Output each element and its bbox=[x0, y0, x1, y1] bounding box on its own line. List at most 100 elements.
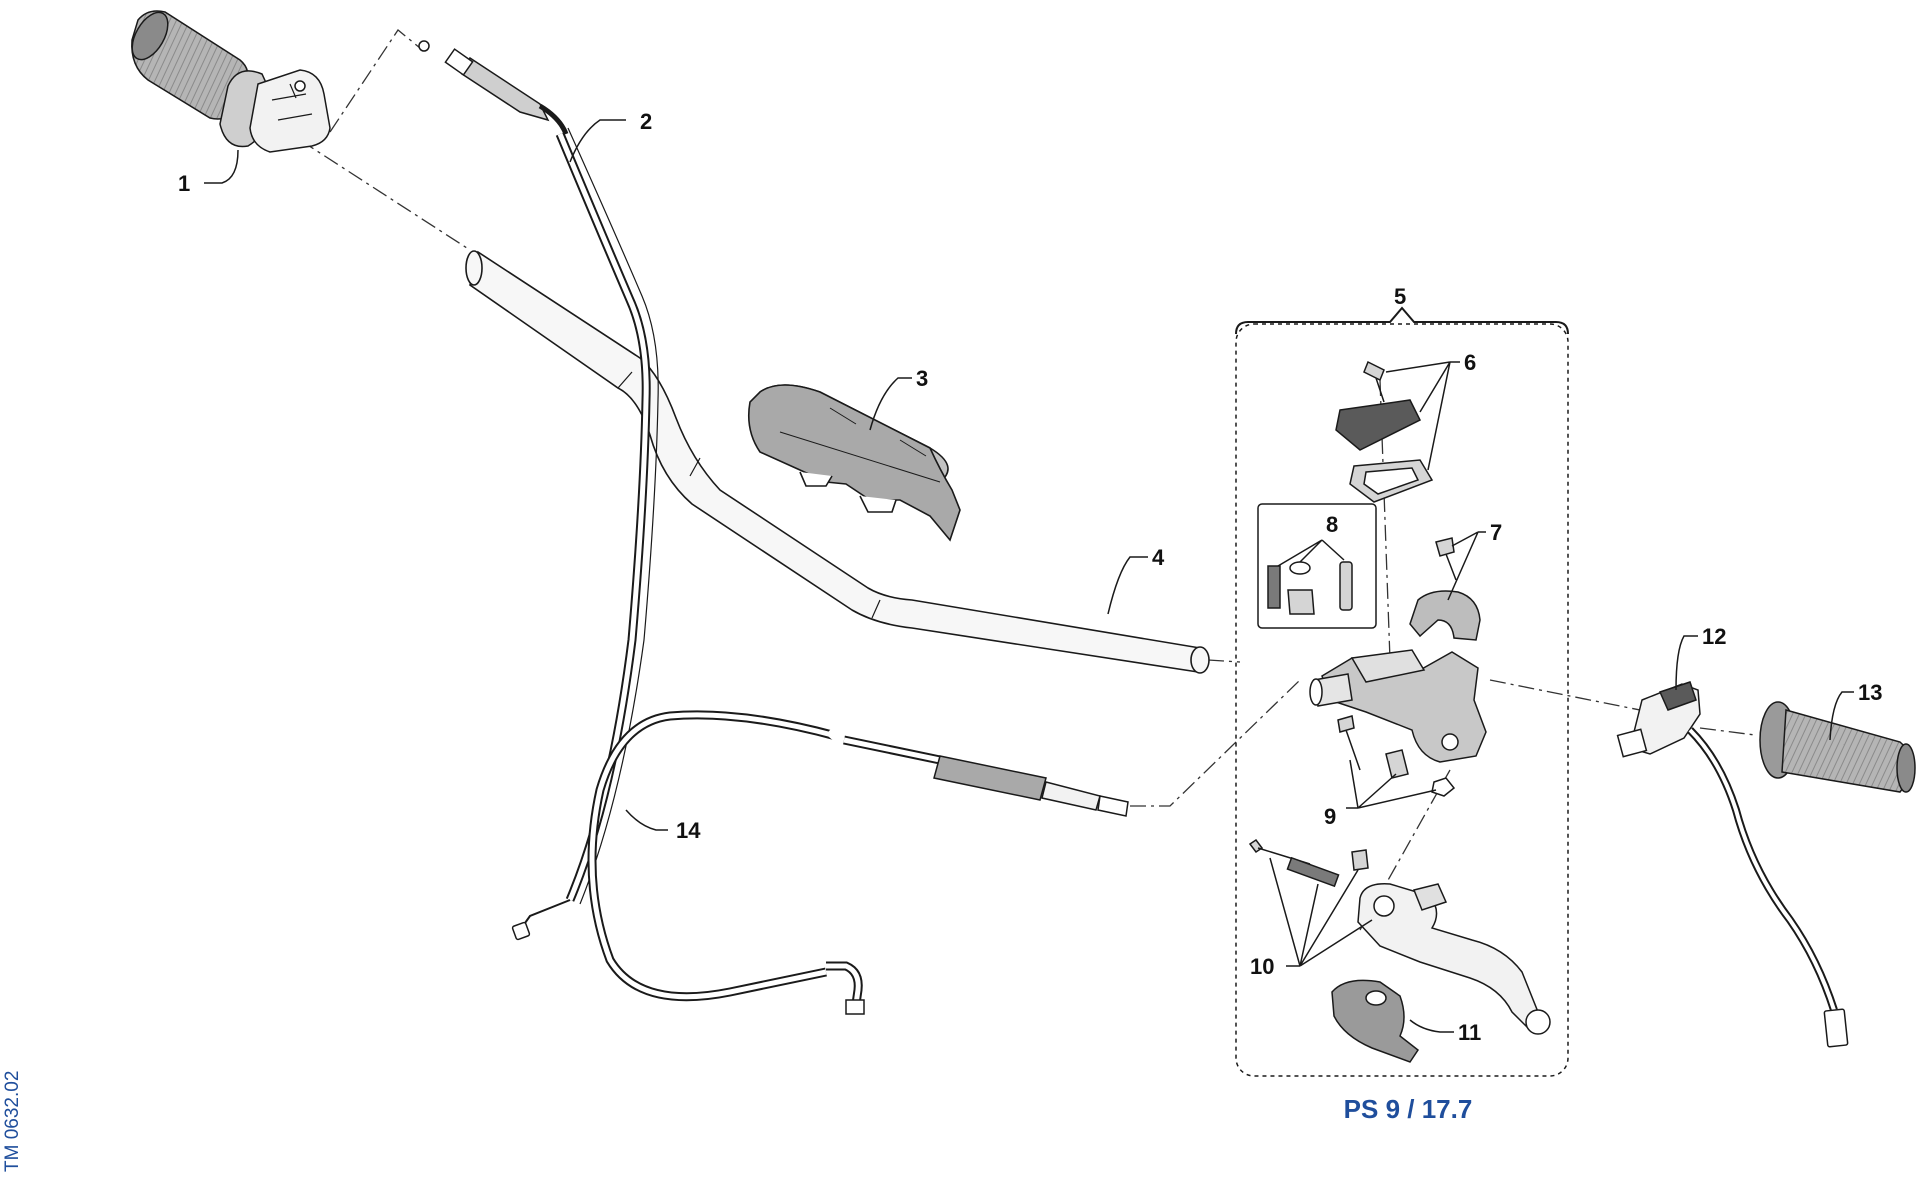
callout-9: 9 bbox=[1324, 804, 1336, 829]
piston-spring bbox=[1267, 565, 1281, 609]
clutch-cable bbox=[587, 710, 1129, 1015]
reservoir-top bbox=[1350, 649, 1426, 683]
piston-rod bbox=[1339, 561, 1353, 611]
callout-4: 4 bbox=[1152, 545, 1165, 570]
reservoir-cover-set bbox=[1335, 360, 1434, 503]
pad-notch-1 bbox=[799, 471, 833, 487]
master-cylinder-housing bbox=[1321, 651, 1487, 763]
clutch-cable-outer bbox=[587, 710, 838, 1002]
left-grip bbox=[1759, 701, 1916, 793]
piston-seal bbox=[1289, 561, 1311, 575]
axis-reservoir-screw bbox=[1379, 379, 1391, 661]
throttle-cable-nipple bbox=[418, 40, 430, 52]
clutch-cable-end-fitting bbox=[845, 999, 865, 1015]
leader-9 bbox=[1346, 759, 1437, 809]
left-grip-body bbox=[1781, 709, 1915, 793]
leader-11 bbox=[1409, 1019, 1454, 1033]
callout-labels: 1 2 3 4 5 6 7 8 9 10 11 12 13 14 bbox=[178, 109, 1882, 1045]
handlebar-bend-lines bbox=[617, 371, 881, 619]
throttle-grip-assembly bbox=[131, 10, 331, 153]
throttle-cable-end-lower bbox=[519, 899, 571, 931]
left-grip-end bbox=[1896, 743, 1916, 793]
leader-lines bbox=[204, 119, 1854, 1033]
pad-notch-2 bbox=[859, 495, 897, 513]
master-cylinder-hardware bbox=[1337, 715, 1456, 797]
throttle-cable-ferrule-lower bbox=[511, 921, 531, 941]
group-reference-label: PS 9 / 17.7 bbox=[1344, 1094, 1473, 1124]
clamp-bolt bbox=[1435, 537, 1457, 581]
reservoir-cover bbox=[1335, 399, 1422, 451]
reservoir-gasket-hole bbox=[1363, 467, 1420, 495]
callout-2: 2 bbox=[640, 109, 652, 134]
hardware-bushing bbox=[1385, 749, 1409, 779]
handlebar bbox=[465, 250, 1210, 674]
lever-ball-end bbox=[1525, 1009, 1551, 1035]
axis-brake-to-switch bbox=[1489, 679, 1651, 713]
clutch-cable-sleeve-in bbox=[843, 737, 941, 763]
leader-6 bbox=[1385, 361, 1460, 471]
lever-bolt bbox=[1248, 838, 1311, 865]
leader-8 bbox=[1277, 539, 1345, 567]
throttle-housing-details bbox=[271, 83, 313, 121]
axis-bar-to-brake bbox=[1207, 659, 1241, 663]
leader-7 bbox=[1447, 531, 1486, 601]
pad-seam bbox=[779, 407, 941, 483]
brake-group bbox=[1235, 306, 1569, 1077]
piston-kit-inset bbox=[1257, 503, 1377, 629]
axis-switch-to-grip bbox=[1699, 727, 1756, 736]
lever-adjuster bbox=[1412, 883, 1448, 911]
kill-switch bbox=[1616, 681, 1849, 1048]
clutch-cable-elbow-in bbox=[826, 963, 861, 1005]
switch-button bbox=[1616, 728, 1648, 758]
clamp-body bbox=[1409, 590, 1481, 641]
callout-3: 3 bbox=[916, 366, 928, 391]
leader-4 bbox=[1107, 556, 1148, 615]
callout-1: 1 bbox=[178, 171, 190, 196]
handlebar-pad bbox=[747, 384, 961, 542]
switch-wire-inner bbox=[1688, 728, 1836, 1011]
leader-3 bbox=[869, 377, 912, 431]
callout-14: 14 bbox=[676, 818, 701, 843]
reservoir-screw bbox=[1363, 360, 1385, 403]
clutch-cable-gap bbox=[826, 725, 848, 747]
throttle-cable-nut bbox=[444, 48, 474, 76]
handlebar-left-end bbox=[465, 250, 483, 286]
leader-14 bbox=[625, 809, 668, 831]
clutch-cable-threads bbox=[1097, 795, 1129, 817]
axis-clutch-to-housing bbox=[1130, 679, 1301, 807]
master-cylinder-body bbox=[1309, 649, 1487, 763]
master-cylinder-clamp bbox=[1409, 537, 1481, 641]
pad-body bbox=[747, 384, 961, 542]
dust-cover-body bbox=[1331, 979, 1420, 1063]
clutch-cable-adjuster bbox=[1041, 781, 1101, 811]
callout-5: 5 bbox=[1394, 284, 1406, 309]
piston-cup bbox=[1287, 589, 1315, 615]
callout-10: 10 bbox=[1250, 954, 1274, 979]
axis-throttle-cable bbox=[329, 29, 421, 133]
axis-throttle-to-bar bbox=[299, 139, 471, 251]
handlebar-right-end bbox=[1190, 646, 1210, 674]
clutch-cable-boot bbox=[933, 755, 1047, 801]
lever-pivot-hole bbox=[1373, 895, 1395, 917]
callout-6: 6 bbox=[1464, 350, 1476, 375]
brake-group-box bbox=[1235, 323, 1569, 1077]
brake-group-bracket bbox=[1235, 306, 1569, 335]
lever-bushing bbox=[1351, 849, 1369, 871]
callout-11: 11 bbox=[1458, 1020, 1481, 1045]
brake-lever-set bbox=[1248, 838, 1551, 1035]
leader-2 bbox=[569, 119, 626, 163]
switch-clamp bbox=[1658, 681, 1697, 711]
throttle-cable-adjuster bbox=[461, 56, 550, 122]
dust-cover-hole bbox=[1365, 990, 1387, 1006]
leader-10 bbox=[1269, 857, 1373, 967]
leader-1 bbox=[204, 149, 239, 184]
throttle-cable bbox=[418, 40, 659, 941]
hardware-nut bbox=[1431, 777, 1456, 797]
throttle-cable-outer-b bbox=[567, 127, 659, 905]
lever-dust-cover bbox=[1331, 979, 1420, 1063]
hardware-bolt bbox=[1337, 715, 1361, 771]
leader-13 bbox=[1829, 691, 1854, 741]
throttle-grip-end bbox=[131, 11, 169, 61]
drawing-code: TM 0632.02 bbox=[2, 1071, 23, 1172]
